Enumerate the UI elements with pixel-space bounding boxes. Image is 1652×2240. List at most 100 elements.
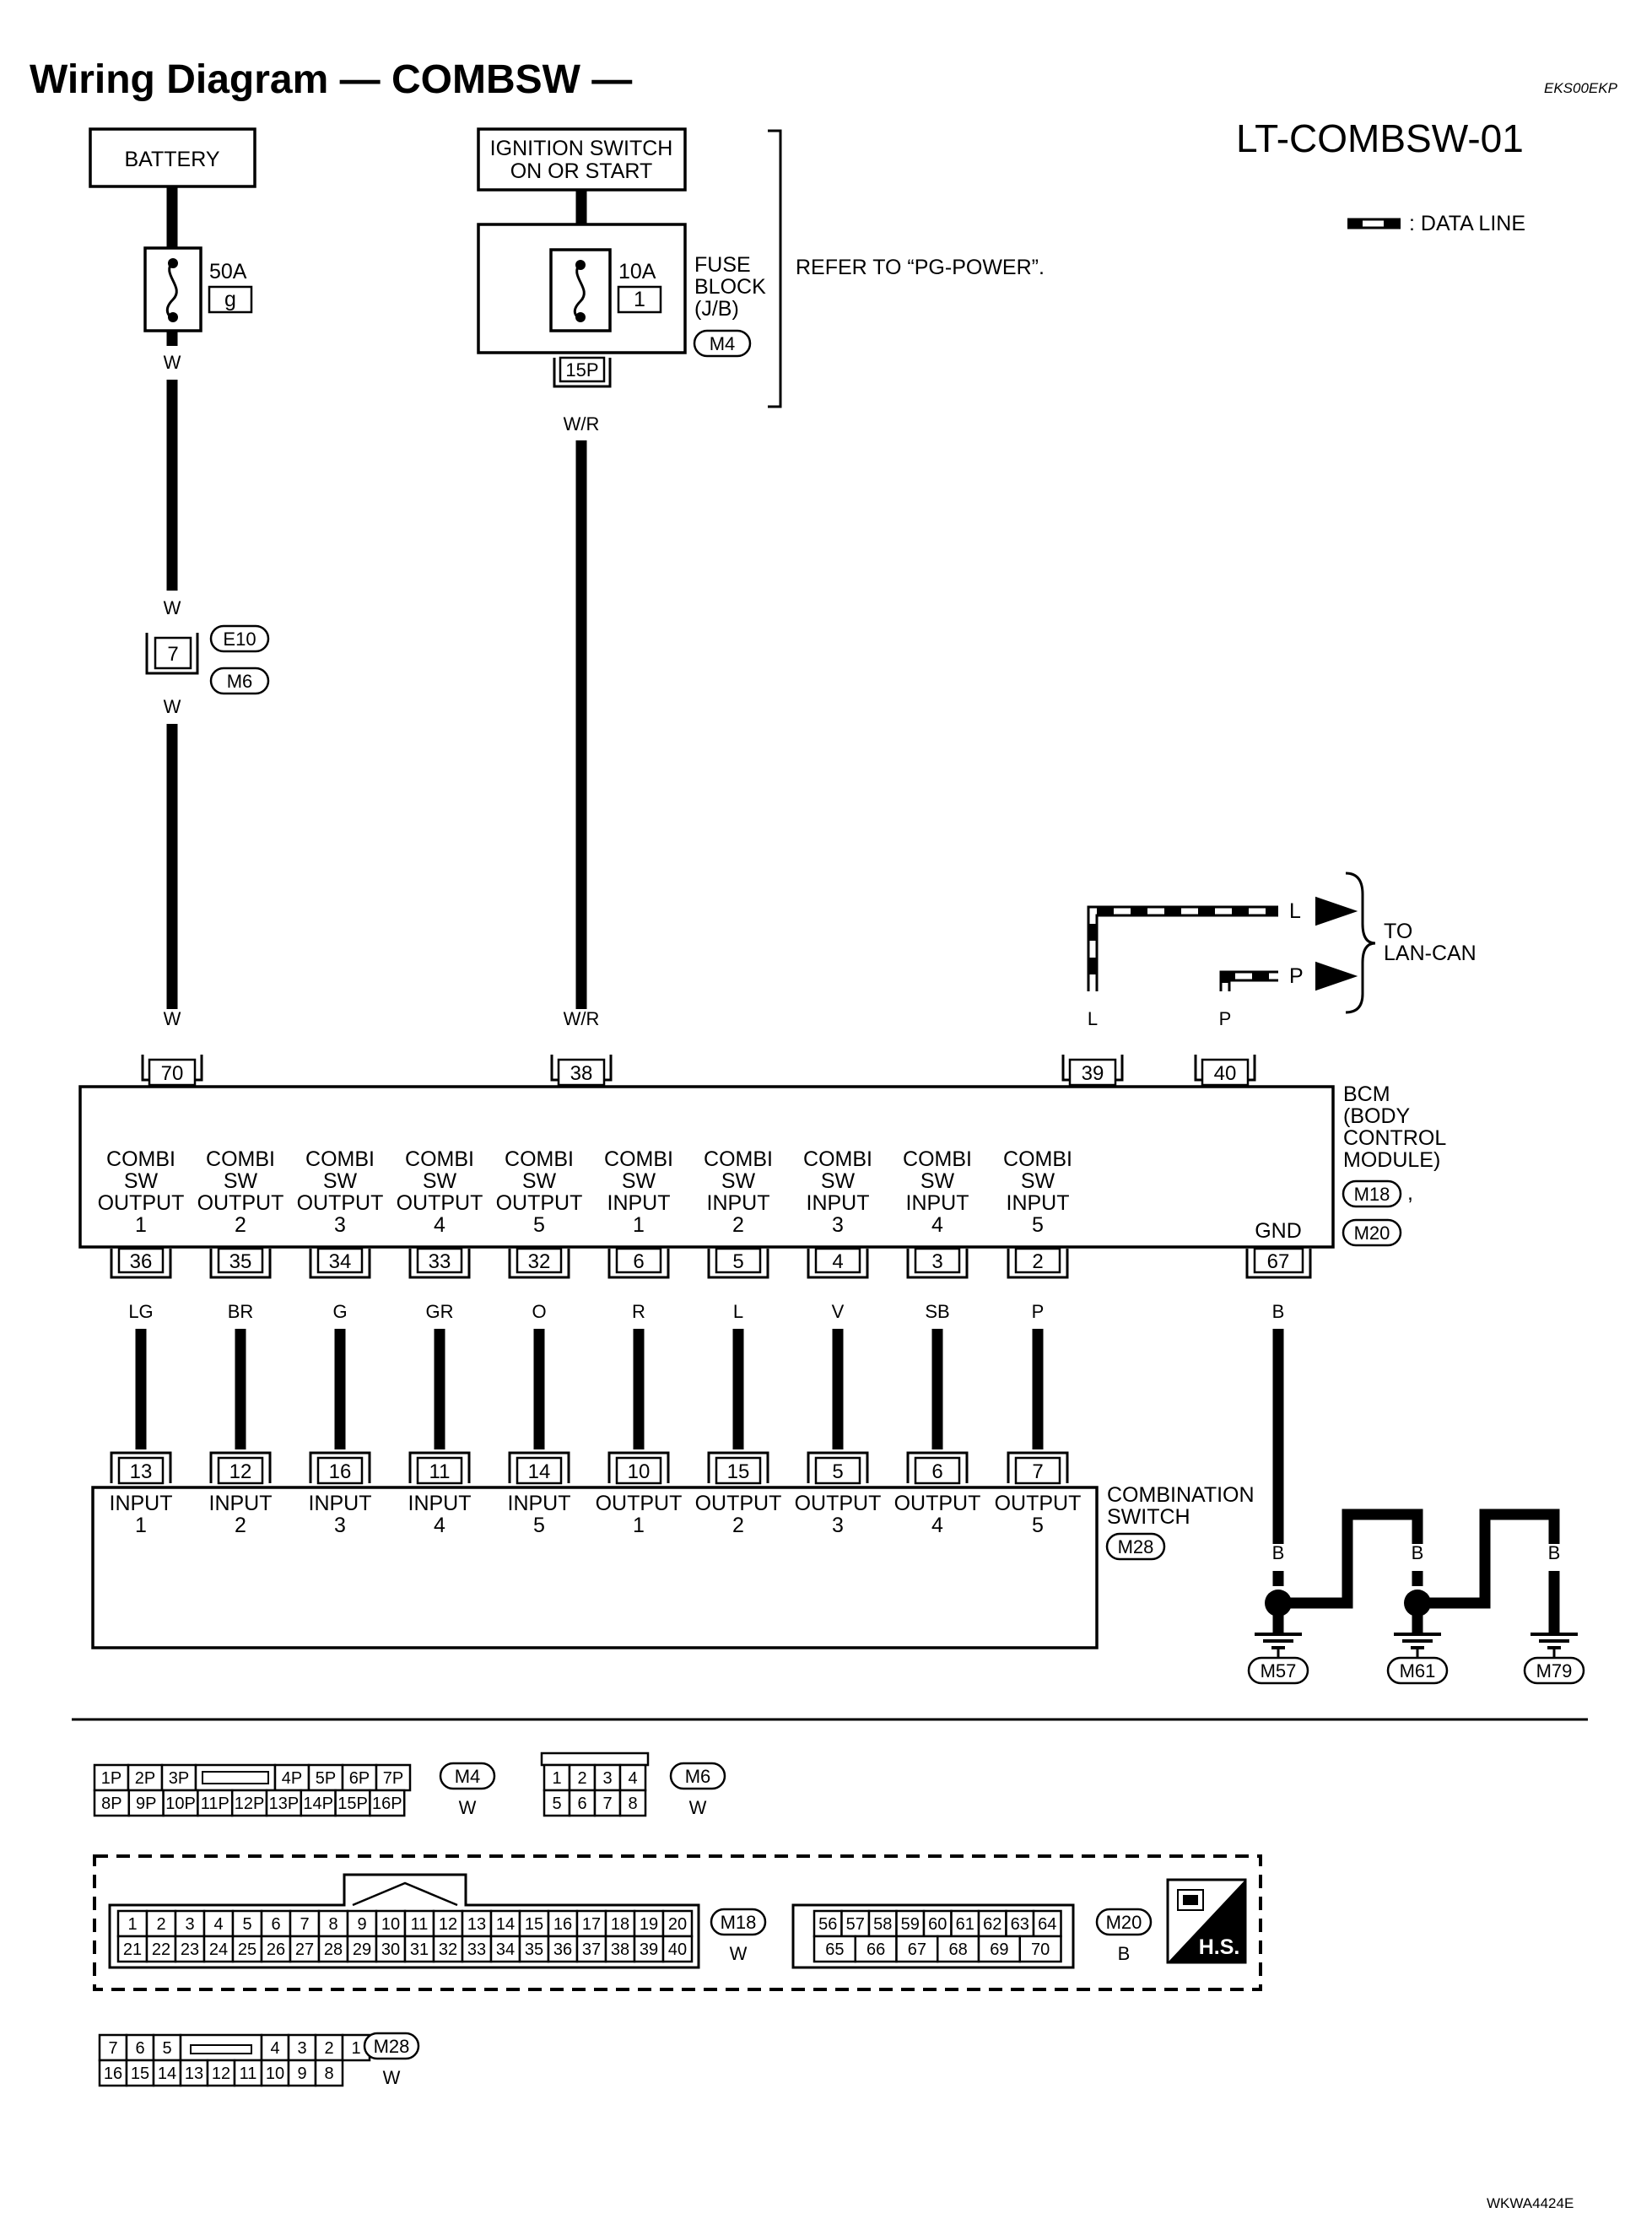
m28-cell-top-6: 6 bbox=[135, 2039, 144, 2058]
bcm-pin-32-label-4: 5 bbox=[533, 1213, 545, 1237]
bcm-pin-34-label-2: SW bbox=[323, 1169, 358, 1193]
m18-cell-7: 7 bbox=[300, 1915, 309, 1934]
m6-cell-8: 8 bbox=[628, 1795, 637, 1813]
ignition-branch: IGNITION SWITCH ON OR START 10A 1 FUSE B… bbox=[477, 127, 1045, 991]
bcm-pin-34-label-3: OUTPUT bbox=[297, 1191, 384, 1215]
m4-cell-2P: 2P bbox=[135, 1769, 155, 1788]
combsw-pin-15: 15 bbox=[727, 1460, 750, 1483]
m28-cell-bottom-11: 11 bbox=[240, 2065, 257, 2083]
m4-cell-9P: 9P bbox=[136, 1795, 156, 1813]
bcm-top-pin-38: 38 bbox=[570, 1062, 593, 1085]
m18-cell-23: 23 bbox=[181, 1940, 199, 1959]
footer-code: WKWA4424E bbox=[1487, 2195, 1574, 2211]
m4-cell-10P: 10P bbox=[165, 1795, 196, 1813]
combination-switch: 13INPUT112INPUT216INPUT311INPUT414INPUT5… bbox=[91, 1451, 1255, 1649]
m20-cell-65: 65 bbox=[825, 1940, 844, 1959]
combsw-pin-5-label-2: 3 bbox=[832, 1514, 844, 1537]
bcm-pin-36-label-3: OUTPUT bbox=[98, 1191, 185, 1215]
combsw-pin-14-label-2: 5 bbox=[533, 1514, 545, 1537]
bcm-bottom-pin-6: 6 bbox=[633, 1250, 644, 1273]
m4-cell-11P: 11P bbox=[201, 1795, 229, 1813]
wire-gr-33: GR bbox=[426, 1301, 454, 1322]
bcm-pin-35-label-2: SW bbox=[224, 1169, 258, 1193]
doc-code: EKS00EKP bbox=[1544, 80, 1618, 96]
m18-cell-40: 40 bbox=[668, 1940, 687, 1959]
fuse-10a-rating: 10A bbox=[618, 260, 656, 283]
m18-cell-1: 1 bbox=[127, 1915, 137, 1934]
m18-cell-8: 8 bbox=[328, 1915, 337, 1934]
bcm-pin-2-label-2: SW bbox=[1021, 1169, 1055, 1193]
m4-cell-1P: 1P bbox=[101, 1769, 121, 1788]
combsw-pin-14: 14 bbox=[528, 1460, 551, 1483]
m4-cell-4P: 4P bbox=[282, 1769, 302, 1788]
m20-id: M20 bbox=[1106, 1912, 1142, 1933]
m28-cell-bottom-15: 15 bbox=[131, 2065, 149, 2083]
m4-cell-14P: 14P bbox=[303, 1795, 333, 1813]
bcm-conn-comma: , bbox=[1407, 1181, 1413, 1205]
gnd-wire-1: B bbox=[1272, 1542, 1285, 1563]
gnd-wire-2: B bbox=[1342, 1542, 1354, 1563]
m6-cell-6: 6 bbox=[577, 1795, 586, 1813]
m18-cell-22: 22 bbox=[152, 1940, 170, 1959]
m4-cell-16P: 16P bbox=[372, 1795, 402, 1813]
bcm-pin-35-label-1: COMBI bbox=[206, 1147, 275, 1171]
m6-cell-7: 7 bbox=[602, 1795, 612, 1813]
m4-cell-13P: 13P bbox=[269, 1795, 300, 1813]
bcm-top-wire-38: W/R bbox=[564, 1008, 600, 1029]
m28-cell-top-1: 1 bbox=[351, 2039, 360, 2058]
combsw-pin-11-label-2: 4 bbox=[434, 1514, 445, 1537]
m18-cell-26: 26 bbox=[267, 1940, 285, 1959]
bcm-bottom-pin-35: 35 bbox=[229, 1250, 252, 1273]
m28-cell-top-3: 3 bbox=[297, 2039, 306, 2058]
fuse-block-label-3: (J/B) bbox=[694, 297, 739, 321]
combsw-pin-13: 13 bbox=[130, 1460, 153, 1483]
bcm-pin-5-label-4: 2 bbox=[732, 1213, 744, 1237]
combsw-pin-16-label-2: 3 bbox=[334, 1514, 346, 1537]
bcm-top-pin-40: 40 bbox=[1214, 1062, 1237, 1085]
joint-conn-m6: M6 bbox=[227, 671, 253, 692]
m18-cell-35: 35 bbox=[525, 1940, 543, 1959]
m20-cell-69: 69 bbox=[990, 1940, 1008, 1959]
m18-cell-24: 24 bbox=[209, 1940, 228, 1959]
combsw-pin-7: 7 bbox=[1032, 1460, 1043, 1483]
bcm-name-4: MODULE) bbox=[1343, 1148, 1440, 1172]
wire-o-32: O bbox=[532, 1301, 546, 1322]
bcm-pin-35-label-3: OUTPUT bbox=[197, 1191, 284, 1215]
combsw-pin-11-label-1: INPUT bbox=[408, 1492, 472, 1515]
bcm-pin-2-label-3: INPUT bbox=[1007, 1191, 1070, 1215]
m28-cell-bottom-12: 12 bbox=[212, 2065, 230, 2083]
combsw-pin-7-label-1: OUTPUT bbox=[995, 1492, 1082, 1515]
m4-cell-15P: 15P bbox=[337, 1795, 368, 1813]
combsw-pin-6: 6 bbox=[931, 1460, 942, 1483]
ignition-label-1: IGNITION SWITCH bbox=[490, 137, 673, 160]
bcm-conn-m20: M20 bbox=[1354, 1223, 1390, 1244]
m28-cell-bottom-10: 10 bbox=[266, 2065, 284, 2083]
m28-cell-top-4: 4 bbox=[270, 2039, 279, 2058]
bcm-pin-6-label-1: COMBI bbox=[604, 1147, 673, 1171]
bcm-pin-36-label-2: SW bbox=[124, 1169, 159, 1193]
battery-label: BATTERY bbox=[125, 148, 220, 171]
fuse-block-label-2: BLOCK bbox=[694, 275, 766, 299]
m20-cell-61: 61 bbox=[956, 1915, 974, 1934]
m18-cell-14: 14 bbox=[496, 1915, 515, 1934]
m6-cell-1: 1 bbox=[552, 1769, 561, 1788]
m18-cell-2: 2 bbox=[156, 1915, 165, 1934]
m28-cell-top-7: 7 bbox=[108, 2039, 117, 2058]
bcm-bottom-pin-2: 2 bbox=[1032, 1250, 1043, 1273]
bcm-pin-3-label-3: INPUT bbox=[906, 1191, 969, 1215]
m18-cell-39: 39 bbox=[640, 1940, 658, 1959]
bcm-gnd-label: GND bbox=[1255, 1219, 1302, 1243]
page-id: LT-COMBSW-01 bbox=[1236, 116, 1524, 160]
lan-p-arrow-icon bbox=[1315, 961, 1358, 991]
m28-cell-top-5: 5 bbox=[162, 2039, 171, 2058]
combsw-pin-10-label-2: 1 bbox=[633, 1514, 645, 1537]
harness-side-icon: H.S. bbox=[1166, 1878, 1247, 1964]
to-lan-can-2: LAN-CAN bbox=[1384, 942, 1477, 965]
fuse-50a-rating: 50A bbox=[209, 260, 247, 283]
m18-cell-27: 27 bbox=[295, 1940, 314, 1959]
m18-cell-5: 5 bbox=[242, 1915, 251, 1934]
m18-cell-18: 18 bbox=[611, 1915, 629, 1934]
bcm-pin-5-label-3: INPUT bbox=[707, 1191, 770, 1215]
wire-w-2: W bbox=[164, 597, 181, 618]
